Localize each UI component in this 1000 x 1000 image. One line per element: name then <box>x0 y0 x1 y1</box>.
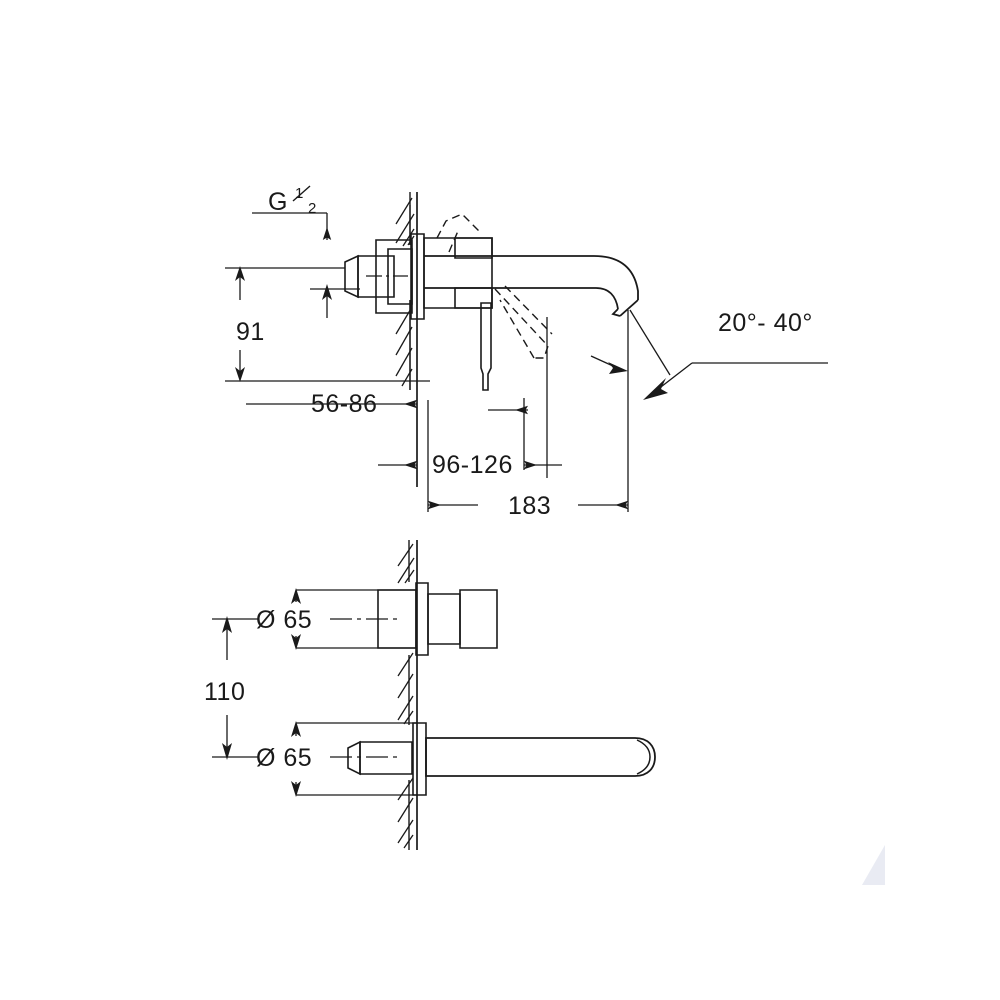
label-96-126: 96-126 <box>432 451 513 479</box>
spout <box>424 255 639 317</box>
dimension-96-126 <box>378 317 562 478</box>
dimension-183 <box>427 310 629 512</box>
fraction-slash <box>292 185 311 202</box>
front-view-labels: Ø 65 Ø 65 110 <box>204 606 312 772</box>
label-183: 183 <box>508 492 551 520</box>
lower-escutcheon-assembly <box>330 722 656 796</box>
side-view-labels: G 1 2 91 56-86 96-126 183 20°- 40° <box>236 185 813 520</box>
dimension-diameter-top <box>291 588 417 650</box>
label-110: 110 <box>204 678 245 706</box>
wall-section-lower <box>397 540 418 850</box>
valve-body <box>375 233 425 320</box>
label-91: 91 <box>236 318 265 346</box>
mixer-body <box>423 213 493 309</box>
dimension-g-half <box>252 212 332 240</box>
inlet-connection <box>344 254 408 299</box>
dimension-angle-leader <box>590 309 828 400</box>
dimension-110 <box>212 616 258 760</box>
label-angle-range: 20°- 40° <box>718 309 813 337</box>
front-elevation-view <box>212 540 656 850</box>
side-elevation-view <box>225 192 828 512</box>
lever-handle <box>480 285 553 391</box>
label-thread-denominator: 2 <box>308 200 316 217</box>
label-56-86: 56-86 <box>311 390 377 418</box>
label-thread-numerator: 1 <box>295 185 303 202</box>
label-thread-g: G <box>268 188 288 216</box>
wall-section <box>395 192 418 487</box>
dimension-pipe-height <box>310 284 360 318</box>
label-diameter-bottom: Ø 65 <box>256 744 312 772</box>
dimension-91 <box>225 266 430 382</box>
watermark-triangle <box>862 845 885 885</box>
dimension-diameter-bottom <box>291 721 417 797</box>
upper-escutcheon-assembly <box>330 582 498 656</box>
label-diameter-top: Ø 65 <box>256 606 312 634</box>
